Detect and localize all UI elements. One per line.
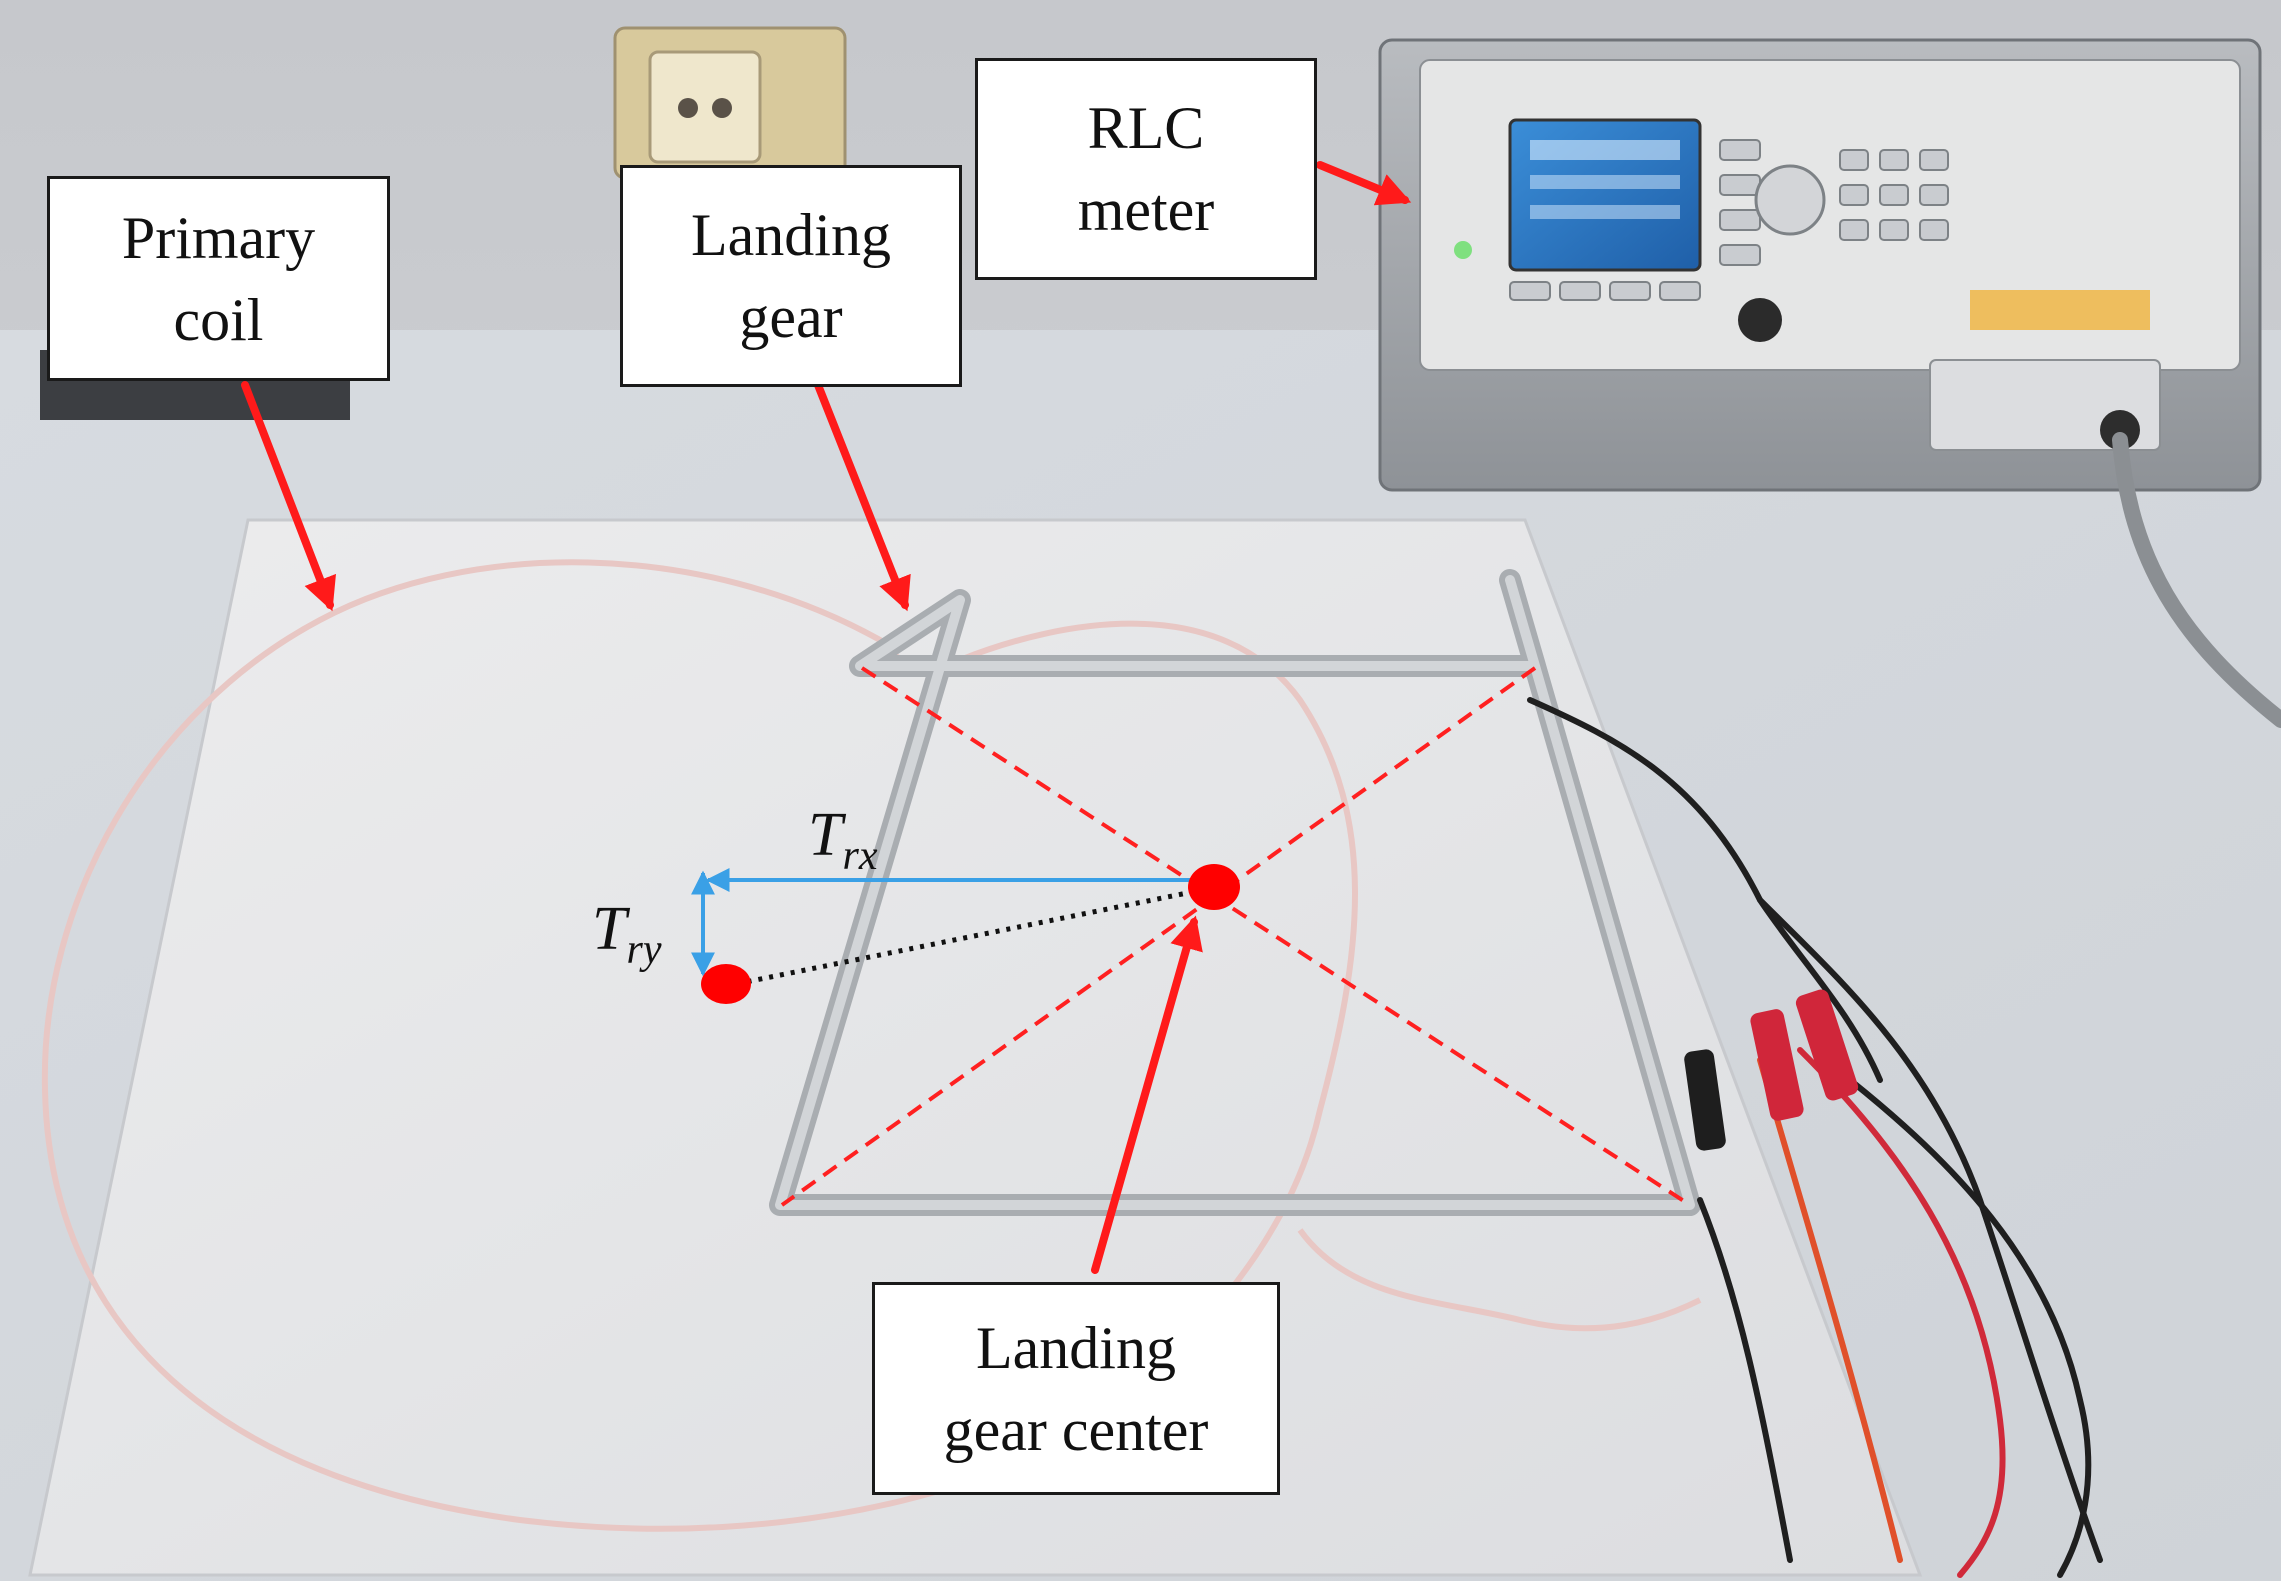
trx-subscript: rx [842,833,878,879]
landing-gear-center-marker [1188,864,1240,910]
wall-socket [613,26,847,180]
alligator-clips [1684,989,1859,1151]
landing-gear-center-label: Landing gear center [872,1282,1280,1495]
coil-lead-wires [1297,1228,1702,1332]
meter-cable [2112,432,2281,728]
landing-gear-frame [769,569,1701,1216]
try-subscript: ry [626,927,662,973]
rlc-meter-label: RLC meter [975,58,1317,280]
callout-arrows [241,161,1412,1274]
trx-symbol: Trx [808,804,877,887]
primary-coil-label: Primary coil [47,176,390,381]
rlc-meter-device [1378,38,2262,492]
landing-gear-label: Landing gear [620,165,962,387]
white-board [28,518,1923,1577]
gear-diagonals [780,666,1692,1207]
try-base: T [592,895,627,963]
coil-position-marker [701,964,751,1004]
trx-base: T [808,801,843,869]
try-symbol: Try [592,898,661,981]
